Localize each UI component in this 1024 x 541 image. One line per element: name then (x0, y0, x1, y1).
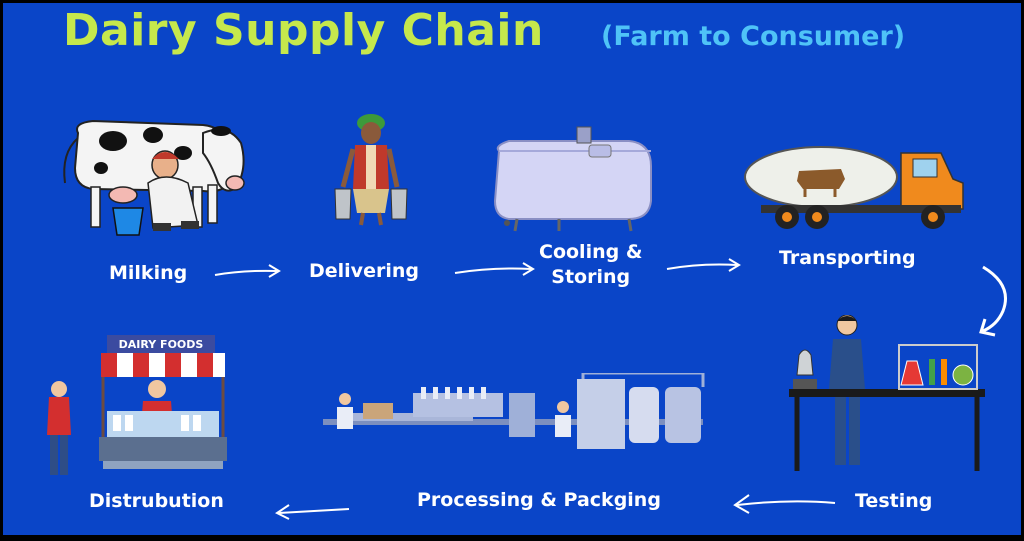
arrow-cooling-to-transporting (666, 258, 741, 272)
dairy-shop-illustration: DAIRY FOODS (47, 335, 227, 475)
arrow-processing-to-distribution (275, 504, 350, 520)
step-label-cooling-line2: Storing (551, 266, 631, 288)
step-label-milking: Milking (109, 262, 188, 284)
arrow-testing-to-processing (733, 494, 836, 514)
arrow-transporting-to-testing (979, 265, 1007, 337)
step-label-transporting: Transporting (779, 247, 916, 269)
cow-milking-illustration (63, 119, 245, 236)
diagram-canvas: Dairy Supply Chain (Farm to Consumer) (3, 3, 1021, 535)
diagram-subtitle: (Farm to Consumer) (601, 21, 906, 52)
diagram-title: Dairy Supply Chain (63, 5, 544, 56)
milk-delivery-man-illustration (334, 114, 408, 226)
step-label-distribution: Distrubution (89, 490, 224, 512)
shop-sign-text: DAIRY FOODS (119, 338, 204, 351)
processing-plant-illustration (323, 373, 705, 449)
step-label-cooling-line1: Cooling & (539, 241, 643, 263)
step-label-testing: Testing (855, 490, 933, 512)
step-label-processing: Processing & Packging (417, 489, 661, 511)
milk-cooling-tank-illustration (493, 126, 652, 232)
milk-tanker-truck-illustration (744, 146, 964, 229)
arrow-milking-to-delivering (214, 264, 281, 278)
step-label-delivering: Delivering (309, 260, 419, 282)
step-label-cooling: Cooling & Storing (539, 240, 642, 290)
arrow-delivering-to-cooling (454, 262, 535, 276)
lab-scientist-illustration (789, 315, 985, 471)
